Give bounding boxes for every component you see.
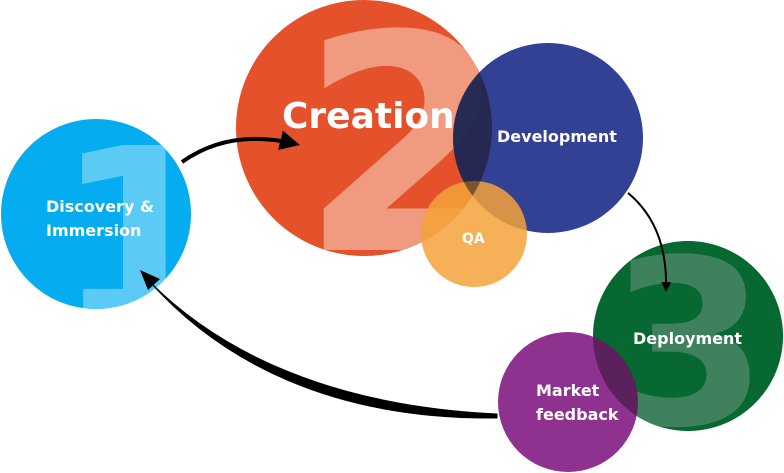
market-feedback-label-line2: feedback	[536, 405, 619, 424]
creation-circle	[236, 0, 492, 256]
stage-market-feedback: Market feedback	[498, 241, 783, 472]
stage-discovery: 1 Discovery & Immersion	[1, 119, 191, 309]
discovery-label-line2: Immersion	[46, 221, 141, 240]
discovery-circle	[1, 119, 191, 309]
stage-development: Development	[453, 43, 643, 233]
development-circle	[453, 43, 643, 233]
deployment-circle	[593, 241, 783, 431]
stage-deployment: 3	[593, 241, 783, 431]
arrow-feedback-to-discovery	[149, 281, 498, 419]
arrow-feedback-to-discovery-head	[140, 270, 160, 290]
deployment-label: Deployment	[633, 329, 742, 348]
stage-qa: QA	[421, 181, 527, 287]
creation-label: Creation	[282, 96, 455, 137]
qa-circle	[421, 181, 527, 287]
development-label: Development	[497, 127, 617, 146]
arrow-discovery-to-creation	[180, 130, 300, 164]
arrow-development-to-deployment	[627, 192, 672, 292]
discovery-label-line1: Discovery &	[46, 197, 154, 216]
market-feedback-label-line1: Market	[536, 381, 600, 400]
market-feedback-circle	[498, 332, 638, 472]
qa-label: QA	[462, 231, 485, 247]
